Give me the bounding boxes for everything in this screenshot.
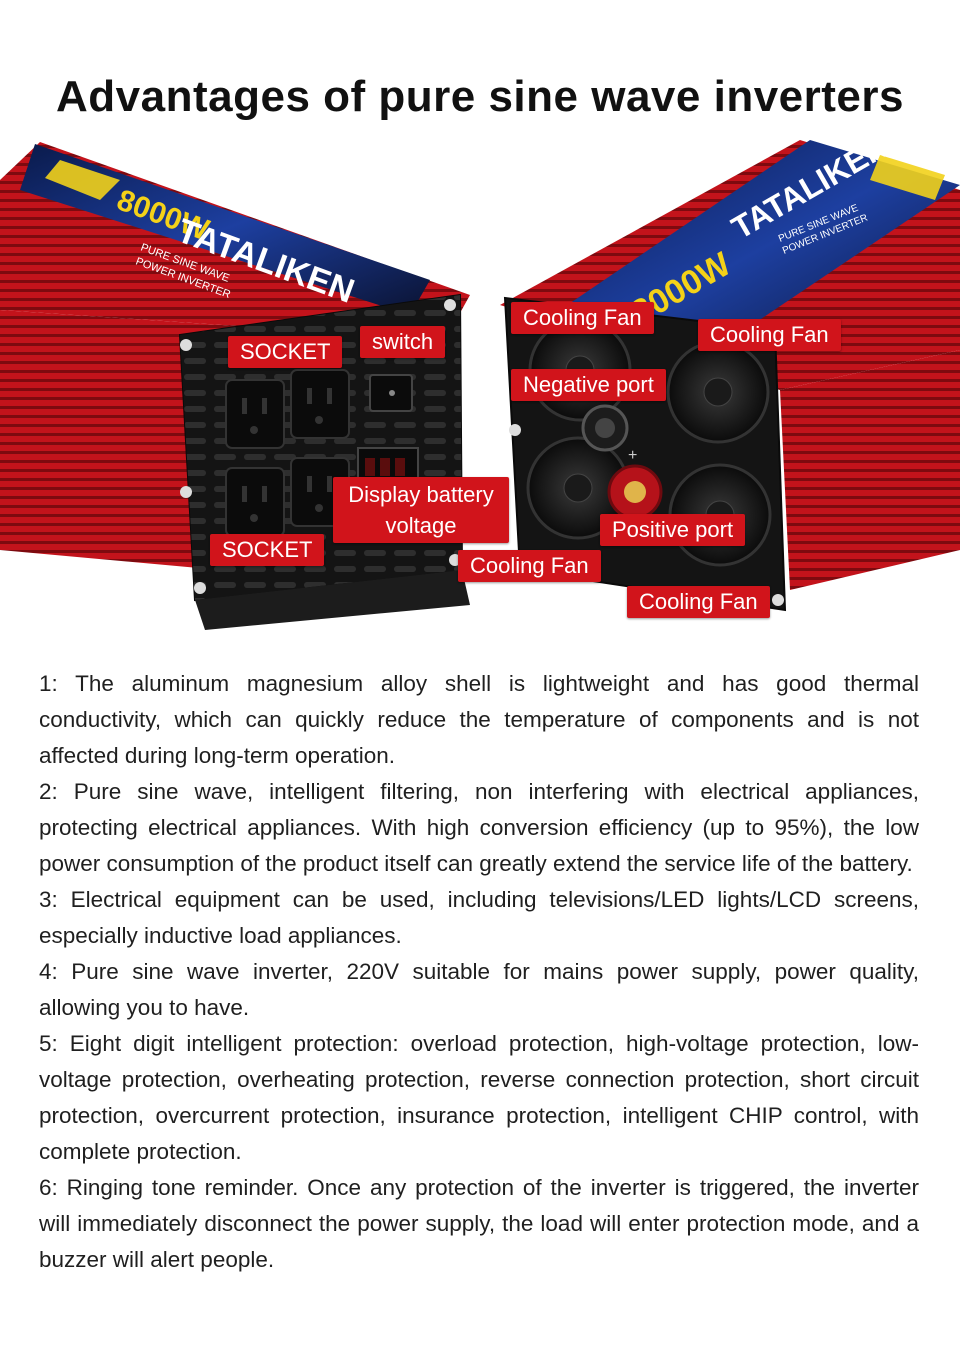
callout-switch: switch (360, 326, 446, 358)
callout-cooling-fan-bottom-right: Cooling Fan (627, 586, 770, 618)
callout-socket-bottom: SOCKET (210, 534, 325, 566)
feature-item-6: 6: Ringing tone reminder. Once any prote… (39, 1175, 919, 1272)
feature-item-4: 4: Pure sine wave inverter, 220V suitabl… (39, 959, 919, 1020)
ac-socket (225, 467, 285, 537)
feature-item-2: 2: Pure sine wave, intelligent filtering… (39, 779, 919, 876)
feature-item-1: 1: The aluminum magnesium alloy shell is… (39, 671, 919, 768)
callout-cooling-fan-bottom-left: Cooling Fan (458, 550, 601, 582)
power-switch (369, 374, 413, 412)
plus-symbol-icon: + (628, 447, 637, 464)
feature-item-3: 3: Electrical equipment can be used, inc… (39, 887, 919, 948)
callout-socket-top: SOCKET (228, 336, 343, 368)
positive-terminal (607, 464, 663, 520)
feature-list: 1: The aluminum magnesium alloy shell is… (39, 666, 919, 1278)
callout-cooling-fan-top-left: Cooling Fan (511, 302, 654, 334)
inverter-product-illustration: 8000W TATALIKEN PURE SINE WAVE POWER INV… (0, 130, 960, 630)
callout-negative-port: Negative port (511, 369, 666, 401)
cooling-fan (526, 436, 630, 540)
left-inverter: 8000W TATALIKEN PURE SINE WAVE POWER INV… (0, 142, 470, 630)
ac-socket (225, 379, 285, 449)
callout-cooling-fan-top-right: Cooling Fan (698, 319, 841, 351)
feature-item-5: 5: Eight digit intelligent protection: o… (39, 1031, 919, 1164)
ac-socket (290, 369, 350, 439)
negative-terminal (581, 404, 629, 452)
callout-positive-port: Positive port (600, 514, 746, 546)
callout-display-battery-voltage: Display battery voltage (333, 477, 509, 543)
cooling-fan (666, 340, 770, 444)
page-title: Advantages of pure sine wave inverters (56, 72, 904, 121)
